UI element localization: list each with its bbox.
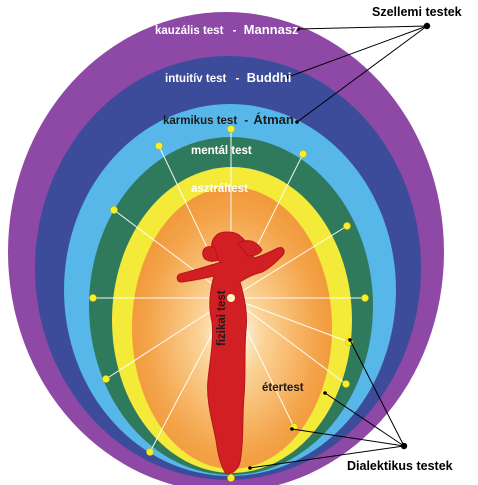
intuitiv-label: intuitív test - Buddhi [165,70,291,85]
heart-center [227,294,235,302]
leader-lines [249,25,428,469]
fizikai-label: fizikai test [216,290,228,346]
spiritual-bodies-label: Szellemi testek [372,5,462,19]
mental-label: mentál test [191,145,252,157]
eter-label: étertest [262,382,304,394]
karmikus-label: karmikus test - Átman [163,112,294,127]
asztral-label: asztráltest [191,183,248,195]
human-figure [176,231,285,475]
kauzalis-label: kauzális test - Mannasz [155,22,299,37]
leader-dots [248,22,431,470]
dialectic-bodies-label: Dialektikus testek [347,459,453,473]
anchor-dots [89,125,369,482]
